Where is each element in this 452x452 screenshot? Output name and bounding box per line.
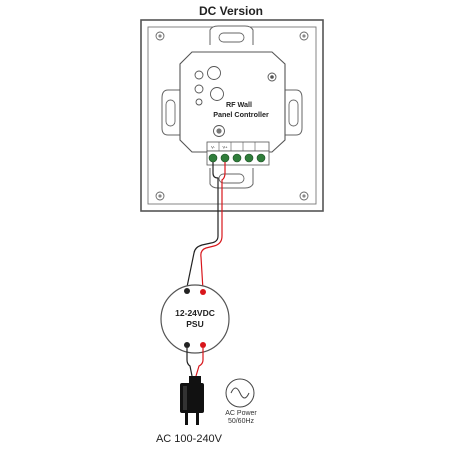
wire-red-dc <box>200 162 226 291</box>
capacitor-large-top <box>207 66 221 80</box>
mounting-ear-left <box>161 89 181 136</box>
capacitor-small-left <box>194 70 204 80</box>
capacitor-small-mid <box>194 84 204 94</box>
wire-black-ac <box>186 348 193 377</box>
module-screw-upper-right <box>267 72 277 82</box>
terminal-label-vplus: V+ <box>222 145 228 150</box>
ac-plug <box>180 376 204 425</box>
terminal-screw-5 <box>256 153 266 163</box>
mounting-tab-top <box>209 25 254 45</box>
wall-panel: RF Wall Panel Controller V- V+ <box>140 19 324 212</box>
ac-power-label-line2: 50/60Hz <box>228 418 255 425</box>
corner-screw-top-left <box>155 31 165 41</box>
controller-module <box>179 51 286 153</box>
terminal-screw-3 <box>232 153 242 163</box>
psu: 12-24VDC PSU <box>160 284 230 354</box>
corner-screw-bottom-right <box>299 191 309 201</box>
psu-terminal-ac-neutral <box>184 342 190 348</box>
psu-terminal-dc-negative <box>184 288 190 294</box>
mounting-tab-bottom <box>209 168 254 189</box>
plug-cord-strain-relief <box>189 376 201 383</box>
psu-terminal-dc-positive <box>200 289 206 295</box>
capacitor-large-bottom <box>210 87 224 101</box>
wire-red-ac <box>195 348 204 377</box>
controller-label-line1: RF Wall <box>226 100 252 109</box>
plug-prong-right <box>196 413 199 425</box>
corner-screw-top-right <box>299 31 309 41</box>
wire-black-dc <box>186 162 219 288</box>
mounting-ear-right <box>283 89 303 136</box>
ac-input-label: AC 100-240V <box>156 433 223 445</box>
terminal-label-vminus: V- <box>211 145 215 150</box>
led-indicator <box>195 98 203 106</box>
psu-terminal-ac-live <box>200 342 206 348</box>
terminal-screw-2 <box>220 153 230 163</box>
terminal-screw-4 <box>244 153 254 163</box>
terminal-block: V- V+ <box>206 141 270 166</box>
corner-screw-bottom-left <box>155 191 165 201</box>
dc-wires <box>186 162 226 291</box>
ac-wires <box>186 348 204 377</box>
psu-label-line2: PSU <box>186 319 203 329</box>
diagram-title: DC Version <box>199 4 263 18</box>
terminal-screw-1 <box>208 153 218 163</box>
psu-body <box>160 284 230 354</box>
controller-label-line2: Panel Controller <box>213 110 269 119</box>
ac-power-label-line1: AC Power <box>225 410 257 417</box>
psu-label-line1: 12-24VDC <box>175 308 215 318</box>
ac-power-symbol: AC Power 50/60Hz <box>225 378 257 425</box>
plug-prong-left <box>185 413 188 425</box>
module-screw-lower-center <box>213 125 225 137</box>
